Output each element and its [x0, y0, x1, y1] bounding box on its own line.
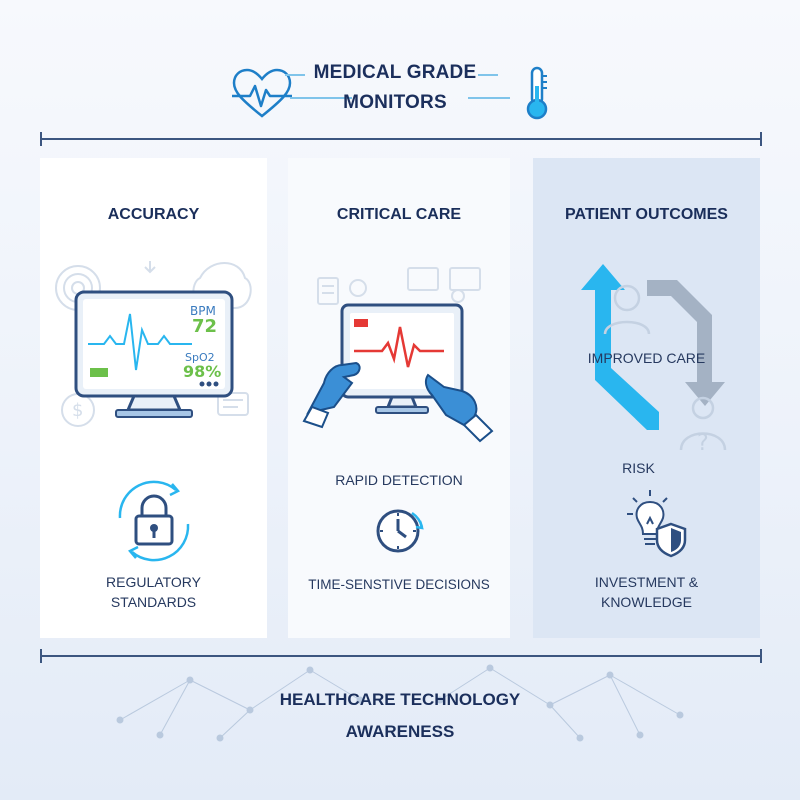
- label-regulatory-standards: REGULATORY STANDARDS: [106, 574, 201, 610]
- header-connector-left-top: [285, 74, 305, 76]
- outcome-arrows-icon: ?: [581, 264, 727, 456]
- label-improved-care: IMPROVED CARE: [587, 350, 706, 366]
- bpm-value: 72: [192, 316, 218, 337]
- panel-critical-care: CRITICAL CARE RAPID DETECTION: [288, 158, 510, 638]
- bottom-divider-tick-left: [40, 649, 42, 663]
- spo2-label: SpO2: [185, 351, 215, 364]
- bottom-divider: [40, 655, 762, 657]
- footer-line-2: AWARENESS: [345, 722, 455, 741]
- label-investment-knowledge: INVESTMENT & KNOWLEDGE: [533, 572, 760, 612]
- label-investment-line-1: INVESTMENT &: [594, 574, 699, 590]
- header-connector-left: [290, 97, 352, 99]
- lightbulb-shield-icon: [627, 490, 687, 558]
- header-connector-right: [468, 97, 510, 99]
- footer-title: HEALTHCARE TECHNOLOGY AWARENESS: [250, 684, 550, 748]
- vital-monitor-icon: [74, 290, 234, 418]
- bottom-divider-tick-right: [760, 649, 762, 663]
- panel-title-patient-outcomes: PATIENT OUTCOMES: [565, 206, 728, 223]
- header-connector-right-top: [478, 74, 498, 76]
- label-time-sensitive-decisions: TIME-SENSTIVE DECISIONS: [308, 577, 490, 592]
- network-pattern-icon: [116, 664, 684, 742]
- title-line-1: MEDICAL GRADE: [313, 62, 477, 83]
- title-line-2: MONITORS: [343, 92, 447, 113]
- panel-title-accuracy: ACCURACY: [107, 206, 200, 223]
- panel-accuracy: ACCURACY $ BPM 72 SpO2 98%: [40, 158, 267, 638]
- top-divider-tick-right: [760, 132, 762, 146]
- svg-text:?: ?: [697, 431, 709, 456]
- panel-patient-outcomes: PATIENT OUTCOMES ? IMPROVED CARE RISK IN…: [533, 158, 760, 638]
- lock-cycle-icon: [118, 480, 190, 562]
- label-investment-line-2: KNOWLEDGE: [600, 594, 692, 610]
- bpm-label: BPM: [190, 304, 216, 318]
- footer-line-1: HEALTHCARE TECHNOLOGY: [279, 690, 521, 709]
- tablet-ecg-icon: [302, 303, 494, 443]
- spo2-value: 98%: [183, 362, 222, 381]
- svg-text:$: $: [72, 400, 83, 421]
- thermometer-icon: [526, 66, 548, 120]
- top-divider: [40, 138, 762, 140]
- top-divider-tick-left: [40, 132, 42, 146]
- panel-title-critical-care: CRITICAL CARE: [336, 206, 462, 223]
- background-doodles-icon: [317, 267, 481, 305]
- clock-icon: [376, 509, 424, 553]
- page-title: MEDICAL GRADE MONITORS: [300, 58, 490, 118]
- heart-pulse-icon: [232, 68, 292, 118]
- label-rapid-detection: RAPID DETECTION: [335, 472, 463, 488]
- label-risk: RISK: [622, 460, 655, 476]
